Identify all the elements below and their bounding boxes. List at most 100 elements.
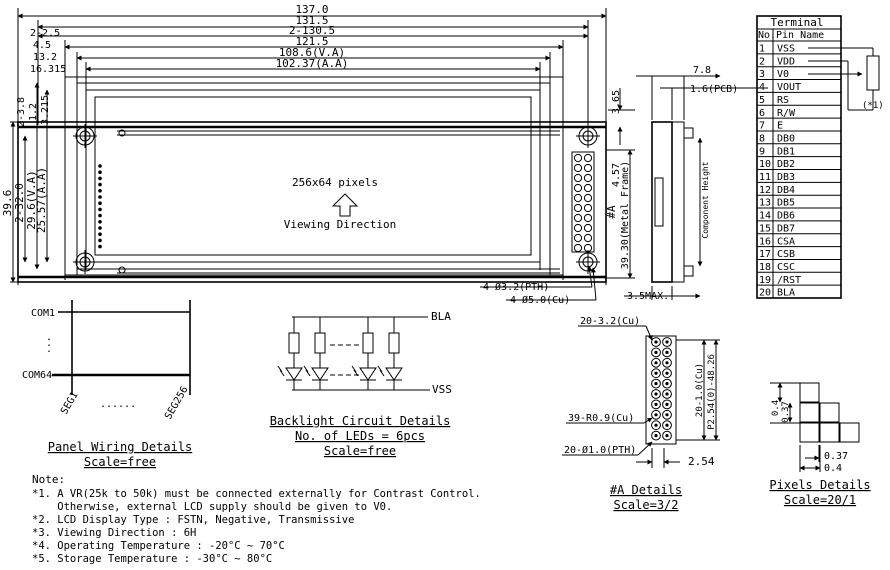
terminal-row-no: 8 [759,133,765,144]
a-detail-pad [662,357,672,368]
a-details-title: #A Details [610,483,682,497]
dim-pixel-size-v: 0.37 [781,401,791,423]
dim-29-6-va: 29.6(V.A) [25,170,38,230]
terminal-row-pin: CSB [777,249,795,260]
dim-137: 137.0 [295,3,328,16]
pot-note-ref: (*1) [862,101,884,111]
left-pad [98,244,102,249]
terminal-row-no: 2 [759,56,765,67]
dim-4-pth: 4-Ø3.2(PTH) [483,281,549,293]
connector-pad [573,223,583,233]
left-pad [98,170,102,174]
dim-25-57-aa: 25.57(A.A) [35,167,48,233]
terminal-row-no: 10 [759,159,771,170]
terminal-row-no: 7 [759,121,765,132]
dim-2-130-5: 2-130.5 [289,24,335,37]
led-legs [277,317,403,390]
a-detail-pad [651,430,661,441]
resistor-symbol [314,332,326,354]
connector-pad-column [571,151,595,253]
terminal-row-pin: CSC [777,262,795,273]
dim-1-6-pcb: 1.6(PCB) [690,84,738,95]
terminal-row-pin: DB1 [777,146,795,157]
pad-block-outline [645,335,677,445]
rail-hole [118,266,126,274]
left-pad [98,207,102,212]
a-detail-pad-hole [665,340,669,344]
resistor-symbol [362,332,374,354]
connector-pad [583,213,593,223]
vertical-ellipsis: . [46,338,52,349]
a-detail-pad [662,409,672,420]
a-detail-pad [651,420,661,431]
connector-pad [573,203,583,213]
dim-4-cu: 4-Ø5.0(Cu) [510,294,570,306]
dim-39-6: 39.6 [1,190,14,217]
dim-pixel-pitch-v: 0.4 [771,400,781,416]
a-detail-pad [662,399,672,410]
panel-wiring-scale: Scale=free [84,455,156,469]
rail-hole [118,129,126,137]
a-detail-pad [651,357,661,368]
terminal-row-no: 18 [759,262,771,273]
connector-pad [573,193,583,203]
dim-4-5: 4.5 [33,40,51,51]
viewing-direction-arrow [331,193,359,217]
a-detail-pad [651,347,661,358]
terminal-row-pin: VOUT [777,82,801,93]
dim-7-8: 7.8 [693,65,711,76]
mounting-hole-top-left [73,124,97,148]
note-line: *4. Operating Temperature : -20°C ~ 70°C [32,540,285,552]
led-symbol [311,367,329,381]
left-dimension-lines [10,82,65,283]
a-detail-pad-hole [665,392,669,396]
com64-label: COM64 [22,370,52,381]
a-detail-pad [662,368,672,379]
left-pad [98,195,102,199]
side-view: 7.8 1.6(PCB) Component Height 3.5MAX. [624,65,768,302]
vertical-ellipsis: . [46,332,52,343]
pixels-details-scale: Scale=20/1 [784,493,856,507]
left-pad [98,201,102,205]
dim-2-3-8: 2-3.8 [16,97,27,127]
connector-pad [583,223,593,233]
dim-4-57: 4.57 [611,163,622,187]
terminal-row-pin: /RST [777,275,801,286]
dim-20-1-pth: 20-Ø1.0(PTH) [564,444,636,456]
seg-ellipsis: ...... [100,399,136,410]
connector-pad [573,183,583,193]
front-view: 137.0 131.5 2-2.5 2-130.5 4.5 121.5 13.2… [1,3,635,306]
a-detail-pad-hole [654,423,658,427]
terminal-col-no: No. [758,30,776,41]
dim-2-32-0: 2-32.0 [13,183,26,223]
dim-pitch: P2.54(0)-48.26 [707,354,717,430]
a-detail-pad [662,420,672,431]
terminal-row-pin: VSS [777,44,795,55]
seg256-label: SEG256 [163,385,191,422]
connector-pad [573,153,583,163]
a-detail-pad-hole [654,361,658,365]
terminal-row-no: 16 [759,236,771,247]
lcd-glass [94,96,532,256]
left-pad [98,232,102,236]
mounting-hole-bottom-left [73,250,97,274]
dim-pixel-pitch-h: 0.4 [824,463,842,474]
notes-heading: Note: [32,473,65,486]
a-detail-pad-hole [654,350,658,354]
connector-pad [573,233,583,243]
a-detail-pad [662,430,672,441]
a-detail-pad [651,337,661,347]
left-pad [98,164,102,168]
left-pad [98,189,102,193]
dim-2-54: 2.54 [688,455,715,468]
resistor-symbol [288,332,300,354]
note-line: *5. Storage Temperature : -30°C ~ 80°C [32,553,272,565]
dim-pixel-size-h: 0.37 [824,451,848,462]
potentiometer-symbol [866,55,880,91]
left-pad [98,182,102,187]
terminal-row-pin: E [777,121,783,132]
connector-pad [583,203,593,213]
a-detail-pad-hole [654,382,658,386]
